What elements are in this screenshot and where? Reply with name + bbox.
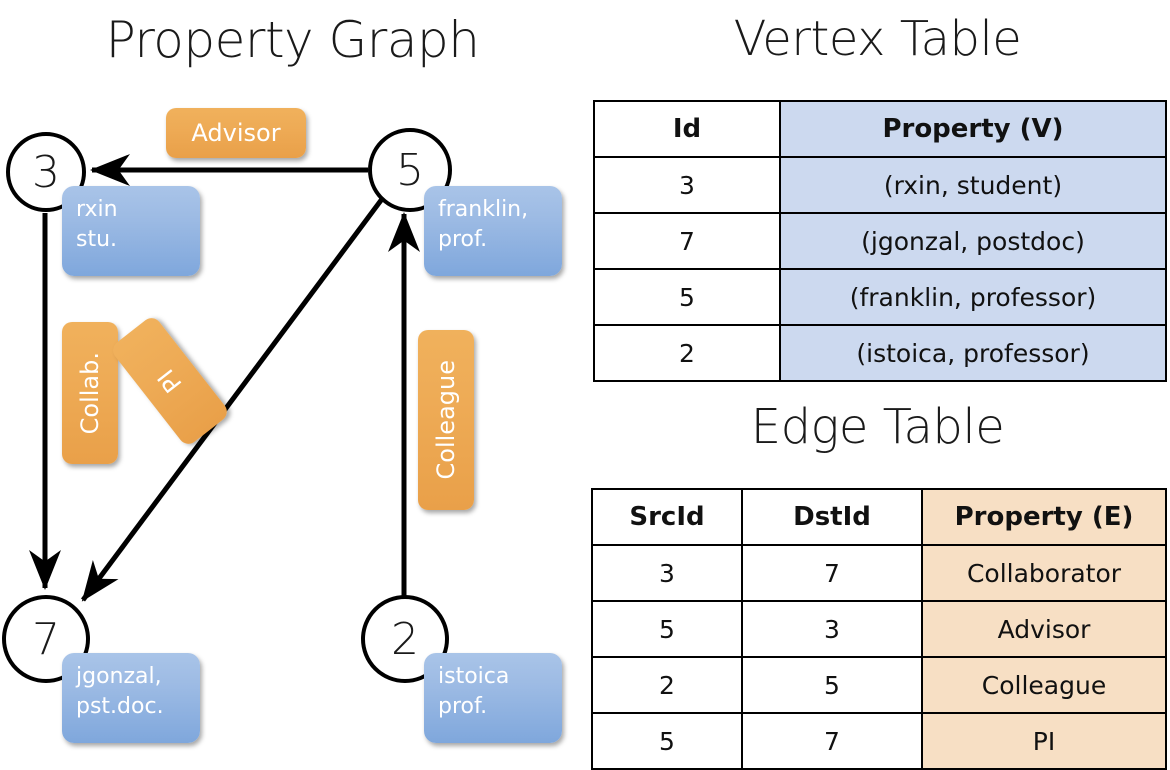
table-row[interactable]: 5 7 PI xyxy=(591,712,1167,770)
edge-cell-dst: 3 xyxy=(741,600,923,658)
edge-table: SrcId DstId Property (E) 3 7 Collaborato… xyxy=(591,488,1167,770)
graph-node-7-label: 7 xyxy=(32,613,60,665)
node-property-box-rxin: rxin stu. xyxy=(62,186,200,276)
edge-cell-src: 2 xyxy=(591,656,743,714)
edge-cell-dst: 7 xyxy=(741,712,923,770)
edge-table-header-property: Property (E) xyxy=(921,488,1167,546)
vertex-cell-property: (franklin, professor) xyxy=(779,268,1167,326)
property-graph-diagram: 3 5 7 2 rxin stu. franklin, prof. jgonza… xyxy=(0,0,585,760)
vertex-table-header-property: Property (V) xyxy=(779,100,1167,158)
table-row[interactable]: 2 (istoica, professor) xyxy=(593,324,1167,382)
table-row[interactable]: 7 (jgonzal, postdoc) xyxy=(593,212,1167,270)
edge-cell-src: 3 xyxy=(591,544,743,602)
vertex-cell-id: 2 xyxy=(593,324,781,382)
graph-node-3-label: 3 xyxy=(32,146,60,198)
edge-cell-property: Collaborator xyxy=(921,544,1167,602)
node-property-box-jgonzal: jgonzal, pst.doc. xyxy=(62,653,200,743)
edge-label-colleague-text: Colleague xyxy=(432,360,460,480)
vertex-cell-id: 3 xyxy=(593,156,781,214)
edge-label-colleague: Colleague xyxy=(418,330,474,510)
vertex-table-header-id: Id xyxy=(593,100,781,158)
edge-cell-dst: 7 xyxy=(741,544,923,602)
vertex-table: Id Property (V) 3 (rxin, student) 7 (jgo… xyxy=(593,100,1167,382)
graph-node-5-label: 5 xyxy=(396,144,424,196)
edge-label-collab: Collab. xyxy=(62,322,118,464)
edge-cell-src: 5 xyxy=(591,600,743,658)
table-row[interactable]: 3 7 Collaborator xyxy=(591,544,1167,602)
vertex-table-header-row: Id Property (V) xyxy=(593,100,1167,158)
graph-node-2[interactable]: 2 xyxy=(361,595,449,683)
edge-label-advisor: Advisor xyxy=(166,108,306,158)
edge-cell-property: Advisor xyxy=(921,600,1167,658)
edge-cell-property: PI xyxy=(921,712,1167,770)
edge-table-header-row: SrcId DstId Property (E) xyxy=(591,488,1167,546)
vertex-cell-property: (rxin, student) xyxy=(779,156,1167,214)
edge-label-advisor-text: Advisor xyxy=(191,119,281,147)
page-title-property-graph: Property Graph xyxy=(105,11,480,69)
edge-label-collab-text: Collab. xyxy=(76,351,104,435)
table-row[interactable]: 5 (franklin, professor) xyxy=(593,268,1167,326)
vertex-cell-id: 7 xyxy=(593,212,781,270)
graph-node-5[interactable]: 5 xyxy=(368,128,452,212)
vertex-cell-id: 5 xyxy=(593,268,781,326)
page-title-edge-table: Edge Table xyxy=(750,399,1005,455)
edge-cell-src: 5 xyxy=(591,712,743,770)
table-row[interactable]: 5 3 Advisor xyxy=(591,600,1167,658)
table-row[interactable]: 2 5 Colleague xyxy=(591,656,1167,714)
edge-table-header-srcid: SrcId xyxy=(591,488,743,546)
edge-line-5-to-7 xyxy=(80,197,385,602)
vertex-cell-property: (jgonzal, postdoc) xyxy=(779,212,1167,270)
node-property-box-franklin: franklin, prof. xyxy=(424,186,562,276)
graph-node-2-label: 2 xyxy=(391,613,419,665)
page-title-vertex-table: Vertex Table xyxy=(733,11,1022,67)
node-property-box-istoica: istoica prof. xyxy=(424,653,562,743)
graph-edge-lines xyxy=(29,154,420,602)
edge-label-pi-text: PI xyxy=(152,363,188,399)
edge-cell-property: Colleague xyxy=(921,656,1167,714)
edge-cell-dst: 5 xyxy=(741,656,923,714)
table-row[interactable]: 3 (rxin, student) xyxy=(593,156,1167,214)
vertex-cell-property: (istoica, professor) xyxy=(779,324,1167,382)
edge-table-header-dstid: DstId xyxy=(741,488,923,546)
